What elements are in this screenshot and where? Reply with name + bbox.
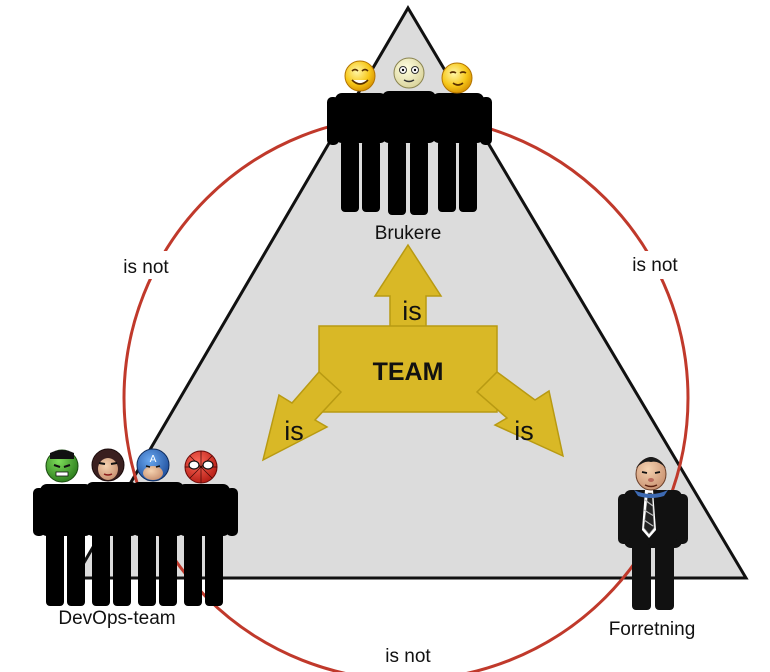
user-figure-1 [327, 93, 387, 212]
devops-figure-3 [132, 482, 184, 606]
label-bg-left [104, 251, 188, 279]
team-box [318, 325, 498, 413]
team-shape [261, 243, 565, 462]
svg-text:A: A [150, 454, 157, 465]
devops-figure-4 [178, 484, 238, 606]
arrow-left [261, 370, 343, 462]
edge-label-left: is not [123, 257, 169, 278]
label-bg-right [616, 251, 694, 279]
label-bg-bottom [372, 640, 444, 670]
devops-group [33, 482, 238, 606]
devops-figure-1 [33, 484, 92, 606]
wasp-face-icon [91, 448, 125, 482]
is-label-left: is [284, 416, 304, 446]
user-figure-2 [382, 91, 436, 215]
is-label-right: is [514, 416, 534, 446]
business-figure [618, 490, 688, 610]
business-face-icon [634, 457, 668, 498]
neutral-face-icon [393, 57, 425, 89]
devops-figure-2 [86, 482, 138, 606]
node-label-devops: DevOps-team [58, 608, 175, 629]
users-group [327, 91, 492, 215]
node-label-users: Brukere [375, 223, 442, 244]
node-label-business: Forretning [609, 619, 696, 640]
spiderman-face-icon [184, 450, 218, 484]
hulk-face-icon [45, 449, 79, 483]
arrow-right [475, 371, 565, 458]
edge-label-bottom: is not [385, 646, 431, 667]
edge-label-right: is not [632, 255, 678, 276]
is-label-top: is [402, 296, 422, 326]
team-label: TEAM [373, 358, 444, 386]
smiley-face-2-icon [441, 62, 473, 94]
smiley-face-1-icon [344, 60, 376, 92]
user-figure-3 [432, 93, 492, 212]
captain-america-face-icon: A [136, 448, 170, 482]
